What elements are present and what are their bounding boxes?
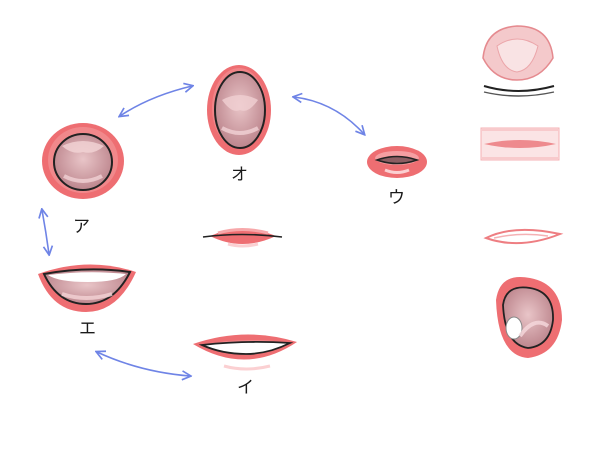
mouth-e: [38, 264, 136, 312]
sketch-lips-side: [483, 228, 564, 245]
arrow-e-i: [97, 352, 190, 376]
label-e: エ: [79, 319, 96, 339]
label-a: ア: [73, 217, 90, 237]
mouth-closed: [202, 228, 283, 248]
mouth-i: [193, 334, 297, 371]
label-u: ウ: [388, 188, 405, 208]
arrow-a-o: [120, 86, 192, 116]
transition-arrows: [42, 86, 364, 376]
sketch-tongue-top: [482, 25, 555, 97]
sketch-lips-flat: [480, 127, 560, 161]
arrow-o-u: [294, 97, 364, 134]
mouth-u: [367, 146, 427, 178]
mouth-o: [207, 65, 271, 155]
label-i: イ: [237, 378, 254, 398]
sketch-mouth-tongue: [496, 276, 562, 358]
mouth-a: [42, 123, 124, 199]
label-o: オ: [231, 165, 248, 185]
arrow-a-e: [42, 210, 49, 254]
